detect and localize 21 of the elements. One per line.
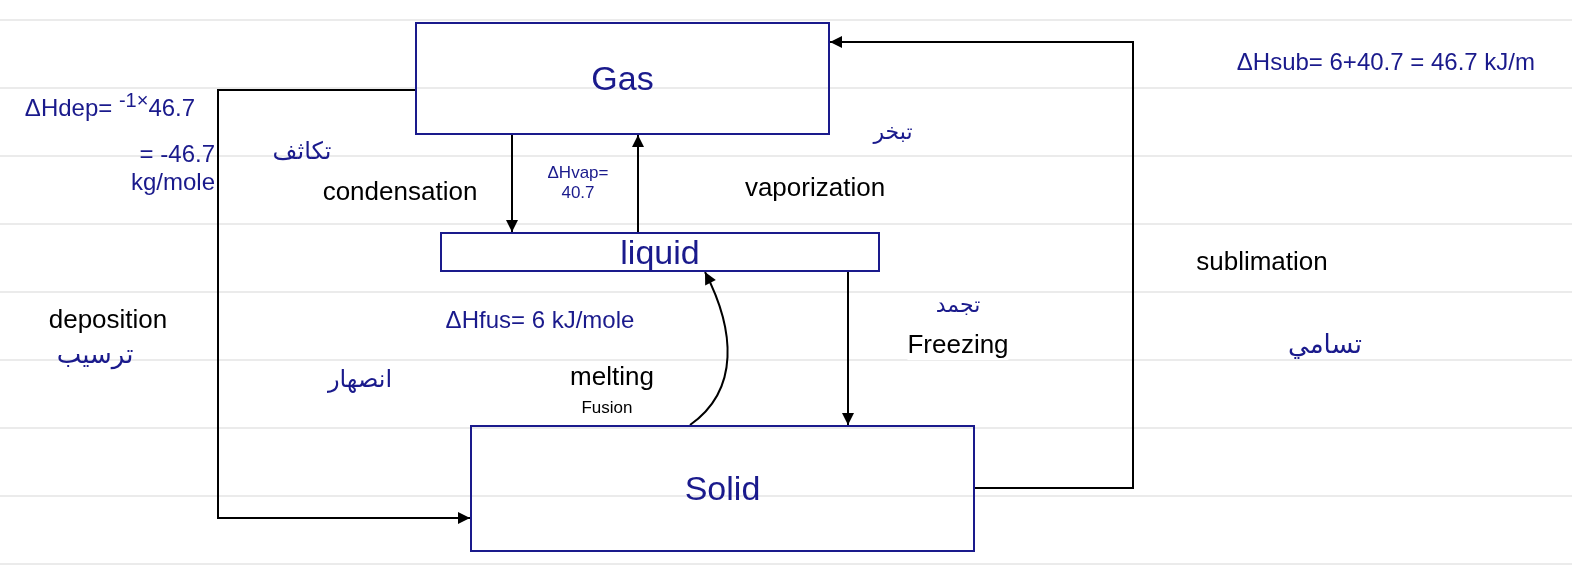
arrow xyxy=(689,271,729,426)
state-box: liquid xyxy=(440,232,880,272)
annotation: ΔHdep= $^{-1×}$46.7 xyxy=(24,88,196,122)
arrow xyxy=(217,89,471,524)
arrow xyxy=(506,134,518,233)
state-box: Solid xyxy=(470,425,975,552)
annotation: تسامي xyxy=(1288,330,1362,360)
annotation: تبخر xyxy=(873,119,913,145)
state-box: Gas xyxy=(415,22,830,135)
annotation: ΔHvap= 40.7 xyxy=(546,163,610,203)
annotation: ترسيب xyxy=(56,340,134,370)
arrow xyxy=(632,134,644,233)
annotation: تكاثف xyxy=(272,138,332,166)
arrow xyxy=(829,36,1134,489)
annotation: تجمد xyxy=(935,292,981,318)
annotation: انصهار xyxy=(327,366,393,394)
annotation: ΔHfus= 6 kJ/mole xyxy=(445,306,635,334)
arrow xyxy=(842,271,854,426)
annotation: Fusion xyxy=(581,398,633,418)
annotation: ΔHsub= 6+40.7 = 46.7 kJ/m xyxy=(1235,48,1535,76)
annotation: = -46.7 kg/mole xyxy=(129,140,215,196)
